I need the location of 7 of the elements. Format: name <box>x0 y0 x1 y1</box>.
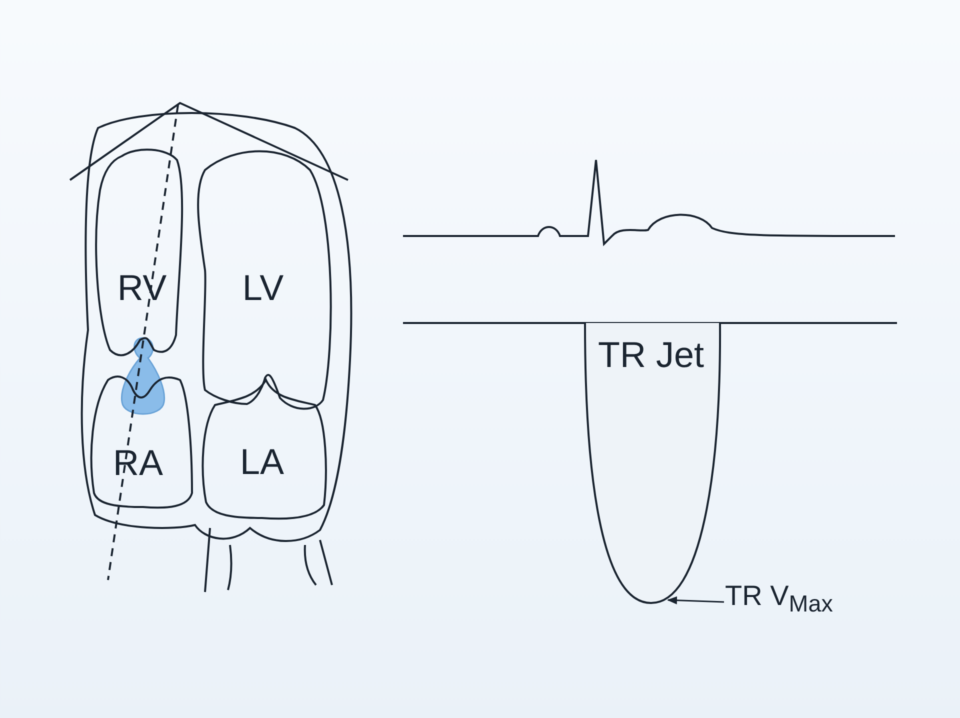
chamber-label: LV <box>242 267 284 309</box>
chamber-label: RA <box>113 442 163 484</box>
chamber-label: LA <box>240 441 284 483</box>
leader-line <box>667 596 724 604</box>
callout-label: TR V$_{Max}$ <box>725 580 833 618</box>
jet-label: TR Jet <box>598 334 704 376</box>
chamber-label: RV <box>117 267 167 309</box>
